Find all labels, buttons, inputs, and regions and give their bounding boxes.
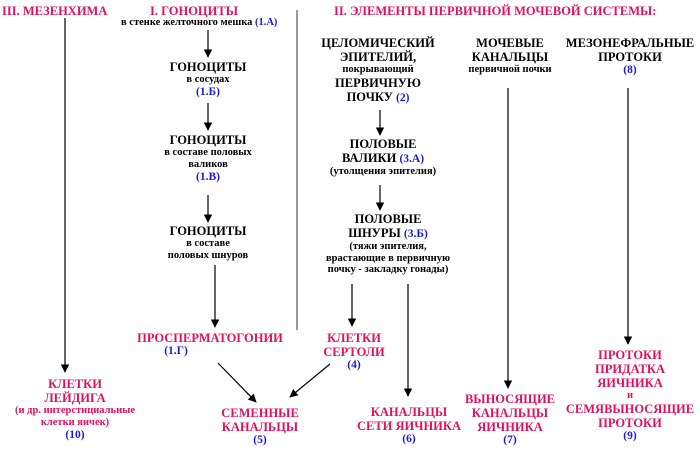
g3-title: ГОНОЦИТЫ xyxy=(169,133,247,147)
node-mesonephric-ducts: МЕЗОНЕФРАЛЬНЫЕ ПРОТОКИ (8) xyxy=(563,36,697,77)
g4-desc-2: половых шнуров xyxy=(167,249,249,261)
cords-l2: ШНУРЫ xyxy=(348,226,401,240)
prosperm-title: ПРОСПЕРМАТОГОНИИ xyxy=(137,331,283,345)
header-primary-urinary: II. ЭЛЕМЕНТЫ ПЕРВИЧНОЙ МОЧЕВОЙ СИСТЕМЫ: xyxy=(334,4,657,18)
g2-code: (1.Б) xyxy=(196,85,220,98)
node-epididymal-ducts: ПРОТОКИ ПРИДАТКА ЯИЧНИКА и СЕМЯВЫНОСЯЩИЕ… xyxy=(563,348,697,443)
ducts9-l3: ЯИЧНИКА xyxy=(597,376,663,390)
ridges-l1: ПОЛОВЫЕ xyxy=(349,137,417,151)
node-leydig-cells: КЛЕТКИ ЛЕЙДИГА (и др. интерстициальные к… xyxy=(0,377,150,441)
g3-desc-1: в составе половых xyxy=(164,147,252,158)
rete-l1: КАНАЛЬЦЫ xyxy=(370,405,448,419)
tubules-l1: МОЧЕВЫЕ xyxy=(476,36,544,50)
epi-code: (2) xyxy=(396,91,410,104)
efferent-l3: ЯИЧНИКА xyxy=(477,420,543,434)
arrow-sertoli-to-seminal xyxy=(289,363,331,398)
header-mesenchyme: III. МЕЗЕНХИМА xyxy=(2,4,108,18)
node-efferent-tubules: ВЫНОСЯЩИЕ КАНАЛЬЦЫ ЯИЧНИКА (7) xyxy=(456,392,564,447)
cords-code: (3.Б) xyxy=(403,228,428,240)
g2-desc: в сосудах xyxy=(186,74,230,85)
g3-desc-2: валиков xyxy=(188,158,228,170)
node-gonocytes-yolk-sac: в стенке желточного мешка (1.А) xyxy=(121,17,277,29)
ducts9-l4: и xyxy=(626,390,634,401)
ducts9-l5: СЕМЯВЫНОСЯЩИЕ xyxy=(565,401,695,416)
ducts-code: (8) xyxy=(623,64,637,76)
tubules-l2: КАНАЛЬЦЫ xyxy=(471,50,549,64)
seminal-l1: СЕМЕННЫЕ xyxy=(221,406,299,420)
ducts9-l6: ПРОТОКИ xyxy=(598,415,662,430)
epi-l3: покрывающий xyxy=(342,64,414,75)
g4-title: ГОНОЦИТЫ xyxy=(169,224,247,238)
epi-l5-row: ПОЧКУ (2) xyxy=(313,90,443,105)
cords-desc-3: почку - закладку гонады) xyxy=(327,264,449,276)
efferent-l1: ВЫНОСЯЩИЕ xyxy=(464,392,556,406)
cords-desc-1: (тяжи эпителия, xyxy=(349,240,427,252)
node-gonocytes-vessels: ГОНОЦИТЫ в сосудах (1.Б) xyxy=(158,60,258,99)
node-genital-ridges: ПОЛОВЫЕ ВАЛИКИ (3.А) (утолщения эпителия… xyxy=(313,137,453,178)
node-prospermatogonia: ПРОСПЕРМАТОГОНИИ (1.Г) xyxy=(130,331,290,358)
cords-desc-2: врастающие в первичную xyxy=(326,252,450,264)
node-seminal-tubules: СЕМЕННЫЕ КАНАЛЬЦЫ (5) xyxy=(210,406,310,447)
efferent-l2: КАНАЛЬЦЫ xyxy=(471,406,549,420)
rete-l2: СЕТИ ЯИЧНИКА xyxy=(356,419,461,433)
header-gonocytes: I. ГОНОЦИТЫ xyxy=(150,4,238,18)
cords-l1: ПОЛОВЫЕ xyxy=(354,212,422,226)
node-sertoli-cells: КЛЕТКИ СЕРТОЛИ (4) xyxy=(318,331,390,372)
epi-l2: ЭПИТЕЛИЙ, xyxy=(339,50,417,64)
node-urinary-tubules: МОЧЕВЫЕ КАНАЛЬЦЫ первичной почки xyxy=(456,36,564,76)
ducts-l1: МЕЗОНЕФРАЛЬНЫЕ xyxy=(565,36,695,50)
g1-desc: в стенке желточного мешка xyxy=(121,17,253,28)
ridges-l2: ВАЛИКИ xyxy=(341,151,397,165)
ducts9-l1: ПРОТОКИ xyxy=(598,348,662,362)
node-coelomic-epithelium: ЦЕЛОМИЧЕСКИЙ ЭПИТЕЛИЙ, покрывающий ПЕРВИ… xyxy=(313,36,443,105)
node-gonocytes-cords: ГОНОЦИТЫ в составе половых шнуров xyxy=(158,224,258,262)
sertoli-l2: СЕРТОЛИ xyxy=(323,345,385,359)
prosperm-code: (1.Г) xyxy=(164,345,188,357)
g2-title: ГОНОЦИТЫ xyxy=(169,60,247,74)
ridges-code: (3.А) xyxy=(399,153,425,165)
sertoli-l1: КЛЕТКИ xyxy=(327,331,381,345)
seminal-l2: КАНАЛЬЦЫ xyxy=(221,420,299,434)
arrow-prosperm-to-seminal xyxy=(217,362,257,403)
leydig-l2: ЛЕЙДИГА xyxy=(44,391,106,405)
ridges-l2-row: ВАЛИКИ (3.А) xyxy=(313,151,453,166)
epi-l1: ЦЕЛОМИЧЕСКИЙ xyxy=(321,36,435,50)
leydig-l3: (и др. интерстициальные xyxy=(15,405,135,416)
epi-l5: ПОЧКУ xyxy=(346,89,393,104)
ridges-desc: (утолщения эпителия) xyxy=(329,165,437,177)
leydig-l4: клетки яичек) xyxy=(40,416,110,428)
sertoli-code: (4) xyxy=(347,359,361,371)
node-rete-ovarii: КАНАЛЬЦЫ СЕТИ ЯИЧНИКА (6) xyxy=(349,405,469,446)
epi-l4: ПЕРВИЧНУЮ xyxy=(335,75,421,90)
g4-desc-1: в составе xyxy=(186,238,230,249)
cords-l2-row: ШНУРЫ (3.Б) xyxy=(303,226,473,241)
ducts9-code: (9) xyxy=(623,429,637,442)
rete-code: (6) xyxy=(402,433,416,445)
seminal-code: (5) xyxy=(253,434,267,446)
ducts9-l2: ПРИДАТКА xyxy=(594,362,666,376)
leydig-code: (10) xyxy=(65,428,85,441)
tubules-l3: первичной почки xyxy=(468,64,552,75)
node-sex-cords: ПОЛОВЫЕ ШНУРЫ (3.Б) (тяжи эпителия, врас… xyxy=(303,212,473,276)
efferent-code: (7) xyxy=(503,434,517,446)
g1-code: (1.А) xyxy=(254,17,278,28)
g3-code: (1.В) xyxy=(196,170,220,183)
leydig-l1: КЛЕТКИ xyxy=(48,377,102,391)
ducts-l2: ПРОТОКИ xyxy=(598,50,662,64)
node-gonocytes-ridges: ГОНОЦИТЫ в составе половых валиков (1.В) xyxy=(148,133,268,183)
